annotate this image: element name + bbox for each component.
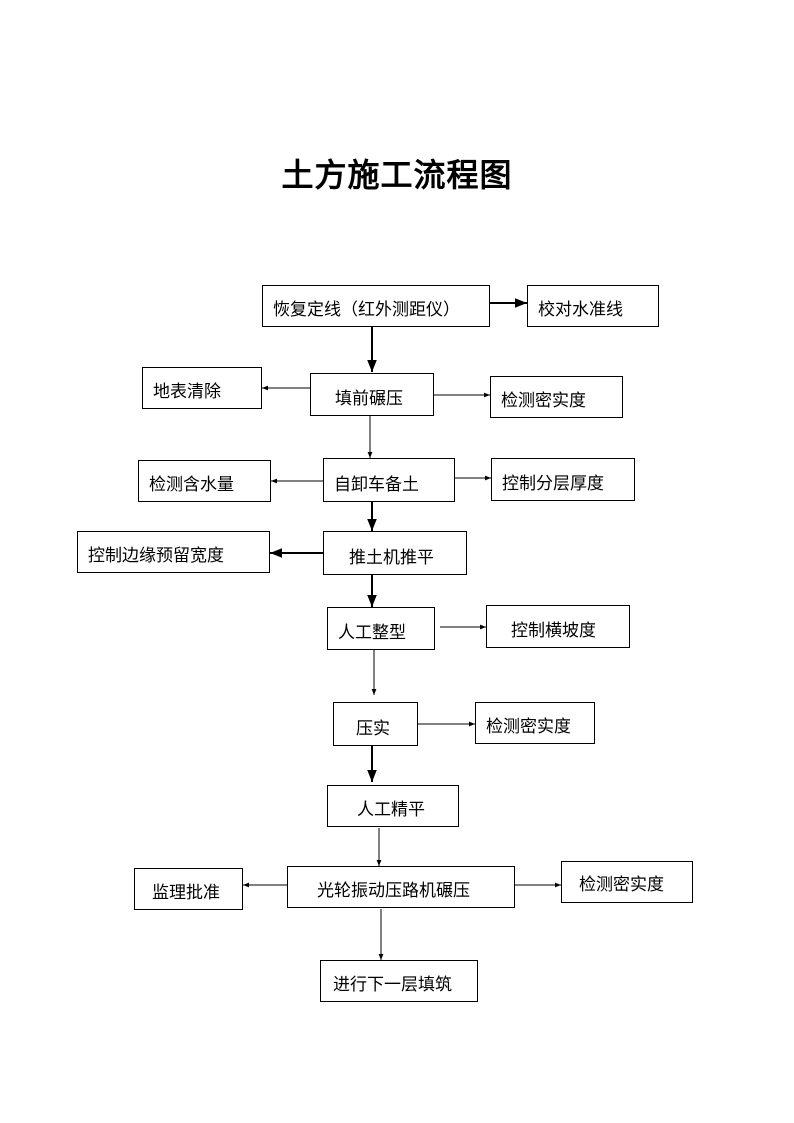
node-density-1: 检测密实度 [490, 376, 623, 418]
node-density-3: 检测密实度 [561, 861, 693, 903]
node-supervisor: 监理批准 [134, 868, 243, 910]
node-compact: 压实 [333, 702, 418, 746]
node-surface-clear: 地表清除 [142, 367, 262, 409]
node-density-2: 检测密实度 [475, 702, 595, 744]
node-calibrate-level: 校对水准线 [527, 285, 659, 327]
node-manual-shape: 人工整型 [327, 607, 435, 650]
node-next-layer: 进行下一层填筑 [320, 960, 478, 1002]
node-bulldozer: 推土机推平 [323, 531, 467, 575]
node-vibro-roller: 光轮振动压路机碾压 [287, 866, 515, 908]
node-moisture-test: 检测含水量 [138, 460, 271, 502]
node-restore-line: 恢复定线（红外测距仪） [262, 285, 490, 327]
page-title: 土方施工流程图 [281, 156, 513, 194]
node-dump-truck: 自卸车备土 [323, 458, 455, 502]
node-layer-thickness: 控制分层厚度 [491, 458, 635, 501]
node-edge-width: 控制边缘预留宽度 [77, 531, 270, 573]
node-manual-level: 人工精平 [327, 785, 459, 827]
node-pre-fill-compact: 填前碾压 [310, 373, 434, 416]
node-cross-slope: 控制横坡度 [486, 605, 630, 648]
